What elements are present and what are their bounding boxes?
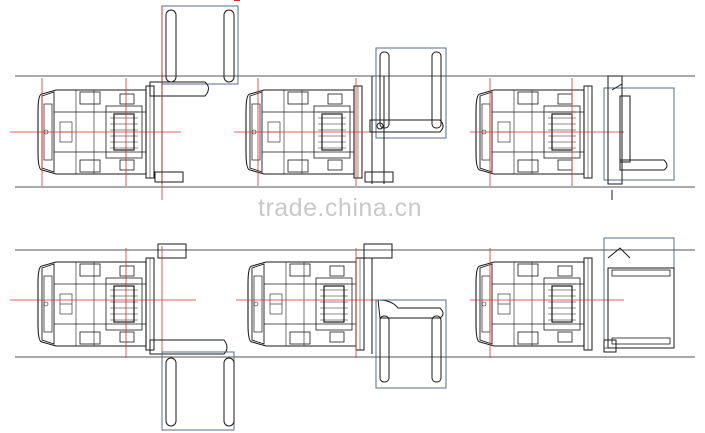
bottom-row bbox=[10, 237, 695, 431]
top-row bbox=[10, 5, 695, 200]
watermark-text: trade.china.cn bbox=[258, 194, 423, 222]
truck-view-bottom-2 bbox=[236, 248, 396, 358]
fork-forward bbox=[603, 237, 675, 353]
fork-up-mid bbox=[364, 47, 447, 184]
fork-down-out bbox=[149, 243, 235, 431]
fork-up-out bbox=[149, 5, 239, 200]
truck-view-bottom-3 bbox=[470, 248, 624, 358]
truck-view-top-1 bbox=[10, 78, 181, 186]
truck-view-top-3 bbox=[470, 78, 624, 186]
fork-down-mid bbox=[363, 243, 447, 389]
fork-forward-tilt bbox=[603, 75, 675, 200]
truck-view-top-2 bbox=[234, 78, 394, 186]
truck-view-bottom-1 bbox=[10, 248, 196, 358]
